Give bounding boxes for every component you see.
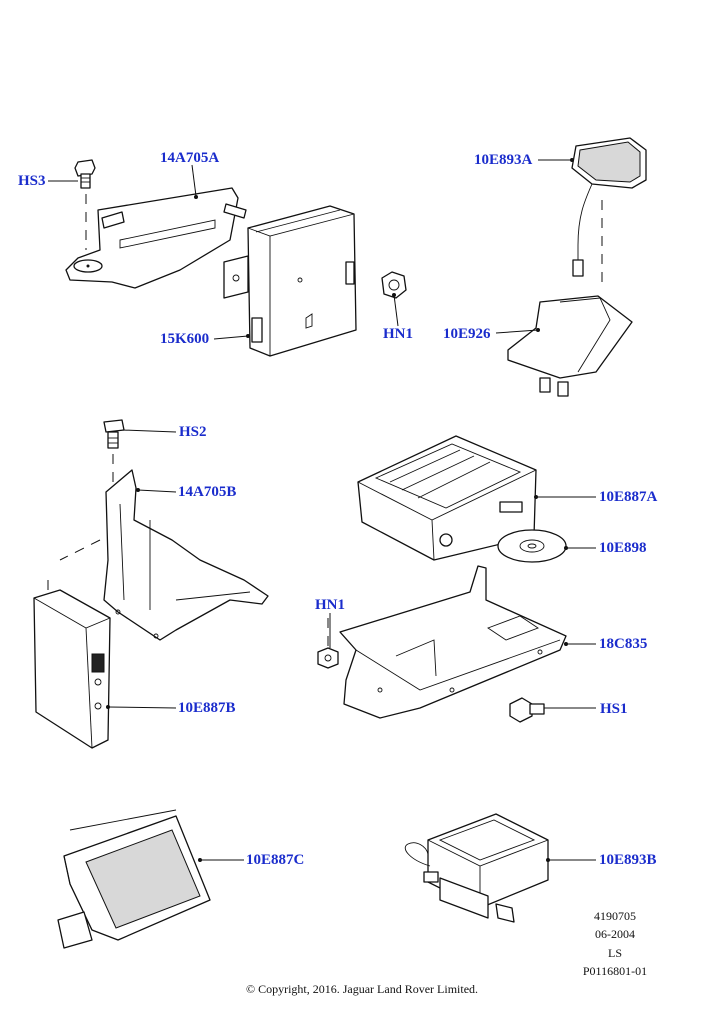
bracket-14a705b-drawing	[47, 469, 269, 641]
drawing-initials: LS	[607, 946, 622, 960]
callout-hs2[interactable]: HS2	[179, 424, 207, 440]
callout-hs1[interactable]: HS1	[600, 701, 628, 717]
unit-10e887a-drawing	[357, 435, 537, 561]
callout-hn1-mid[interactable]: HN1	[315, 597, 345, 613]
nut-hn1-top-drawing	[381, 271, 407, 299]
mount-10e926-drawing	[507, 295, 633, 397]
callout-hn1-top[interactable]: HN1	[383, 326, 413, 342]
callout-10e926[interactable]: 10E926	[443, 326, 491, 342]
drawing-reference: P0116801-01	[582, 964, 648, 978]
drawing-date: 06-2004	[595, 927, 635, 941]
module-10e887b-drawing	[33, 589, 111, 749]
bolt-hs3-drawing	[74, 159, 96, 250]
callout-hs3[interactable]: HS3	[18, 173, 46, 189]
callout-18c835[interactable]: 18C835	[599, 636, 648, 652]
copyright-notice: © Copyright, 2016. Jaguar Land Rover Lim…	[245, 982, 479, 996]
antenna-10e893a-drawing	[571, 137, 647, 290]
callout-14a705b[interactable]: 14A705B	[178, 484, 237, 500]
callout-14a705a[interactable]: 14A705A	[160, 150, 220, 166]
nut-hn1-mid-drawing	[317, 618, 339, 669]
bracket-14a705a-drawing	[65, 187, 247, 289]
module-10e893b-drawing	[404, 813, 549, 923]
leader-lines	[48, 158, 596, 862]
callout-10e893b[interactable]: 10E893B	[599, 852, 657, 868]
tray-18c835-drawing	[339, 565, 567, 719]
callout-15k600[interactable]: 15K600	[160, 331, 210, 347]
callout-10e887c[interactable]: 10E887C	[246, 852, 305, 868]
display-10e887c-drawing	[57, 809, 211, 949]
callout-10e887b[interactable]: 10E887B	[178, 700, 236, 716]
callout-10e887a[interactable]: 10E887A	[599, 489, 658, 505]
drawing-number: 4190705	[594, 909, 636, 923]
disc-10e898-drawing	[497, 529, 567, 563]
bolt-hs1-drawing	[509, 697, 545, 723]
callout-10e893a[interactable]: 10E893A	[474, 152, 533, 168]
callout-10e898[interactable]: 10E898	[599, 540, 647, 556]
module-15k600-drawing	[223, 205, 357, 357]
